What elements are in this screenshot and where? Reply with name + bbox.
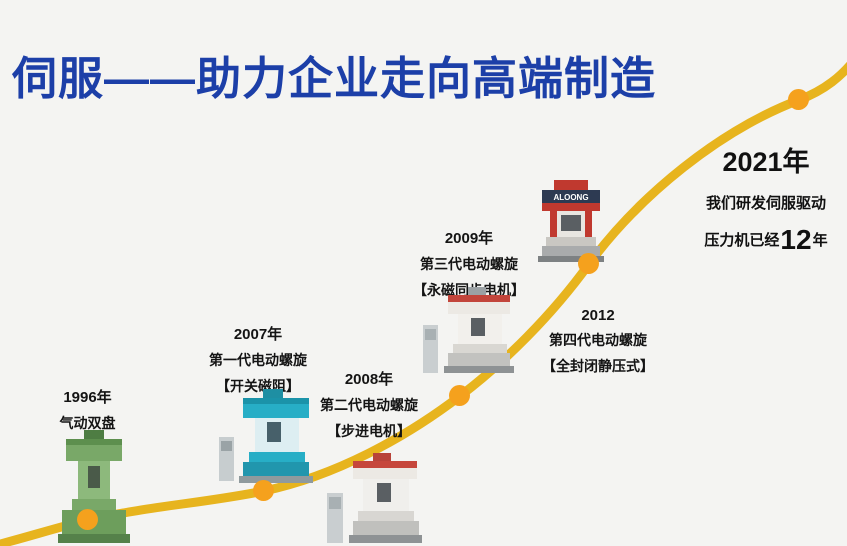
- press-machine-1996-icon: [50, 428, 138, 546]
- timeline-dot-2021: [788, 89, 809, 110]
- milestone-tech: 【步进电机】: [327, 423, 411, 439]
- milestone-tech: 【全封闭静压式】: [542, 358, 654, 374]
- milestone-year: 2009年: [444, 230, 494, 247]
- endpoint-years-count: 12: [780, 224, 812, 255]
- milestone-2008: 2008年 第二代电动螺旋 【步进电机】: [308, 368, 430, 441]
- timeline-dot-2007: [253, 480, 274, 501]
- press-machine-2012-icon: ALOONG: [529, 180, 613, 267]
- endpoint-line2-suffix: 年: [812, 232, 828, 249]
- timeline-dot-2012: [578, 253, 599, 274]
- press-machine-2007-icon: [219, 389, 314, 489]
- milestone-year: 1996年: [63, 389, 112, 406]
- endpoint-line1: 我们研发伺服驱动: [705, 195, 826, 212]
- machine-brand-label: ALOONG: [553, 193, 588, 202]
- page-title: 伺服——助力企业走向高端制造: [12, 53, 657, 104]
- milestone-name: 第一代电动螺旋: [209, 352, 307, 368]
- milestone-2009: 2009年 第三代电动螺旋 【永磁同步电机】: [404, 227, 534, 300]
- endpoint-year: 2021年: [722, 147, 810, 177]
- timeline-dot-2009: [449, 385, 470, 406]
- endpoint-line2-prefix: 压力机已经: [704, 232, 780, 249]
- milestone-year: 2012: [581, 307, 615, 324]
- milestone-name: 第二代电动螺旋: [320, 397, 418, 413]
- endpoint-2021: 2021年 我们研发伺服驱动 压力机已经12年: [686, 140, 846, 256]
- milestone-name: 气动双盘: [59, 415, 116, 431]
- press-machine-2009-icon: [423, 287, 515, 382]
- milestone-1996: 1996年 气动双盘: [35, 386, 140, 439]
- press-machine-2008-icon: [327, 453, 423, 546]
- milestone-2007: 2007年 第一代电动螺旋 【开关磁阻】: [194, 323, 322, 396]
- milestone-year: 2008年: [344, 371, 394, 388]
- milestone-2012: 2012 第四代电动螺旋 【全封闭静压式】: [533, 307, 663, 376]
- milestone-name: 第三代电动螺旋: [420, 256, 518, 272]
- milestone-name: 第四代电动螺旋: [549, 332, 647, 348]
- milestone-year: 2007年: [233, 326, 283, 343]
- timeline-dot-1996: [77, 509, 98, 530]
- endpoint-line2: 压力机已经12年: [686, 224, 846, 256]
